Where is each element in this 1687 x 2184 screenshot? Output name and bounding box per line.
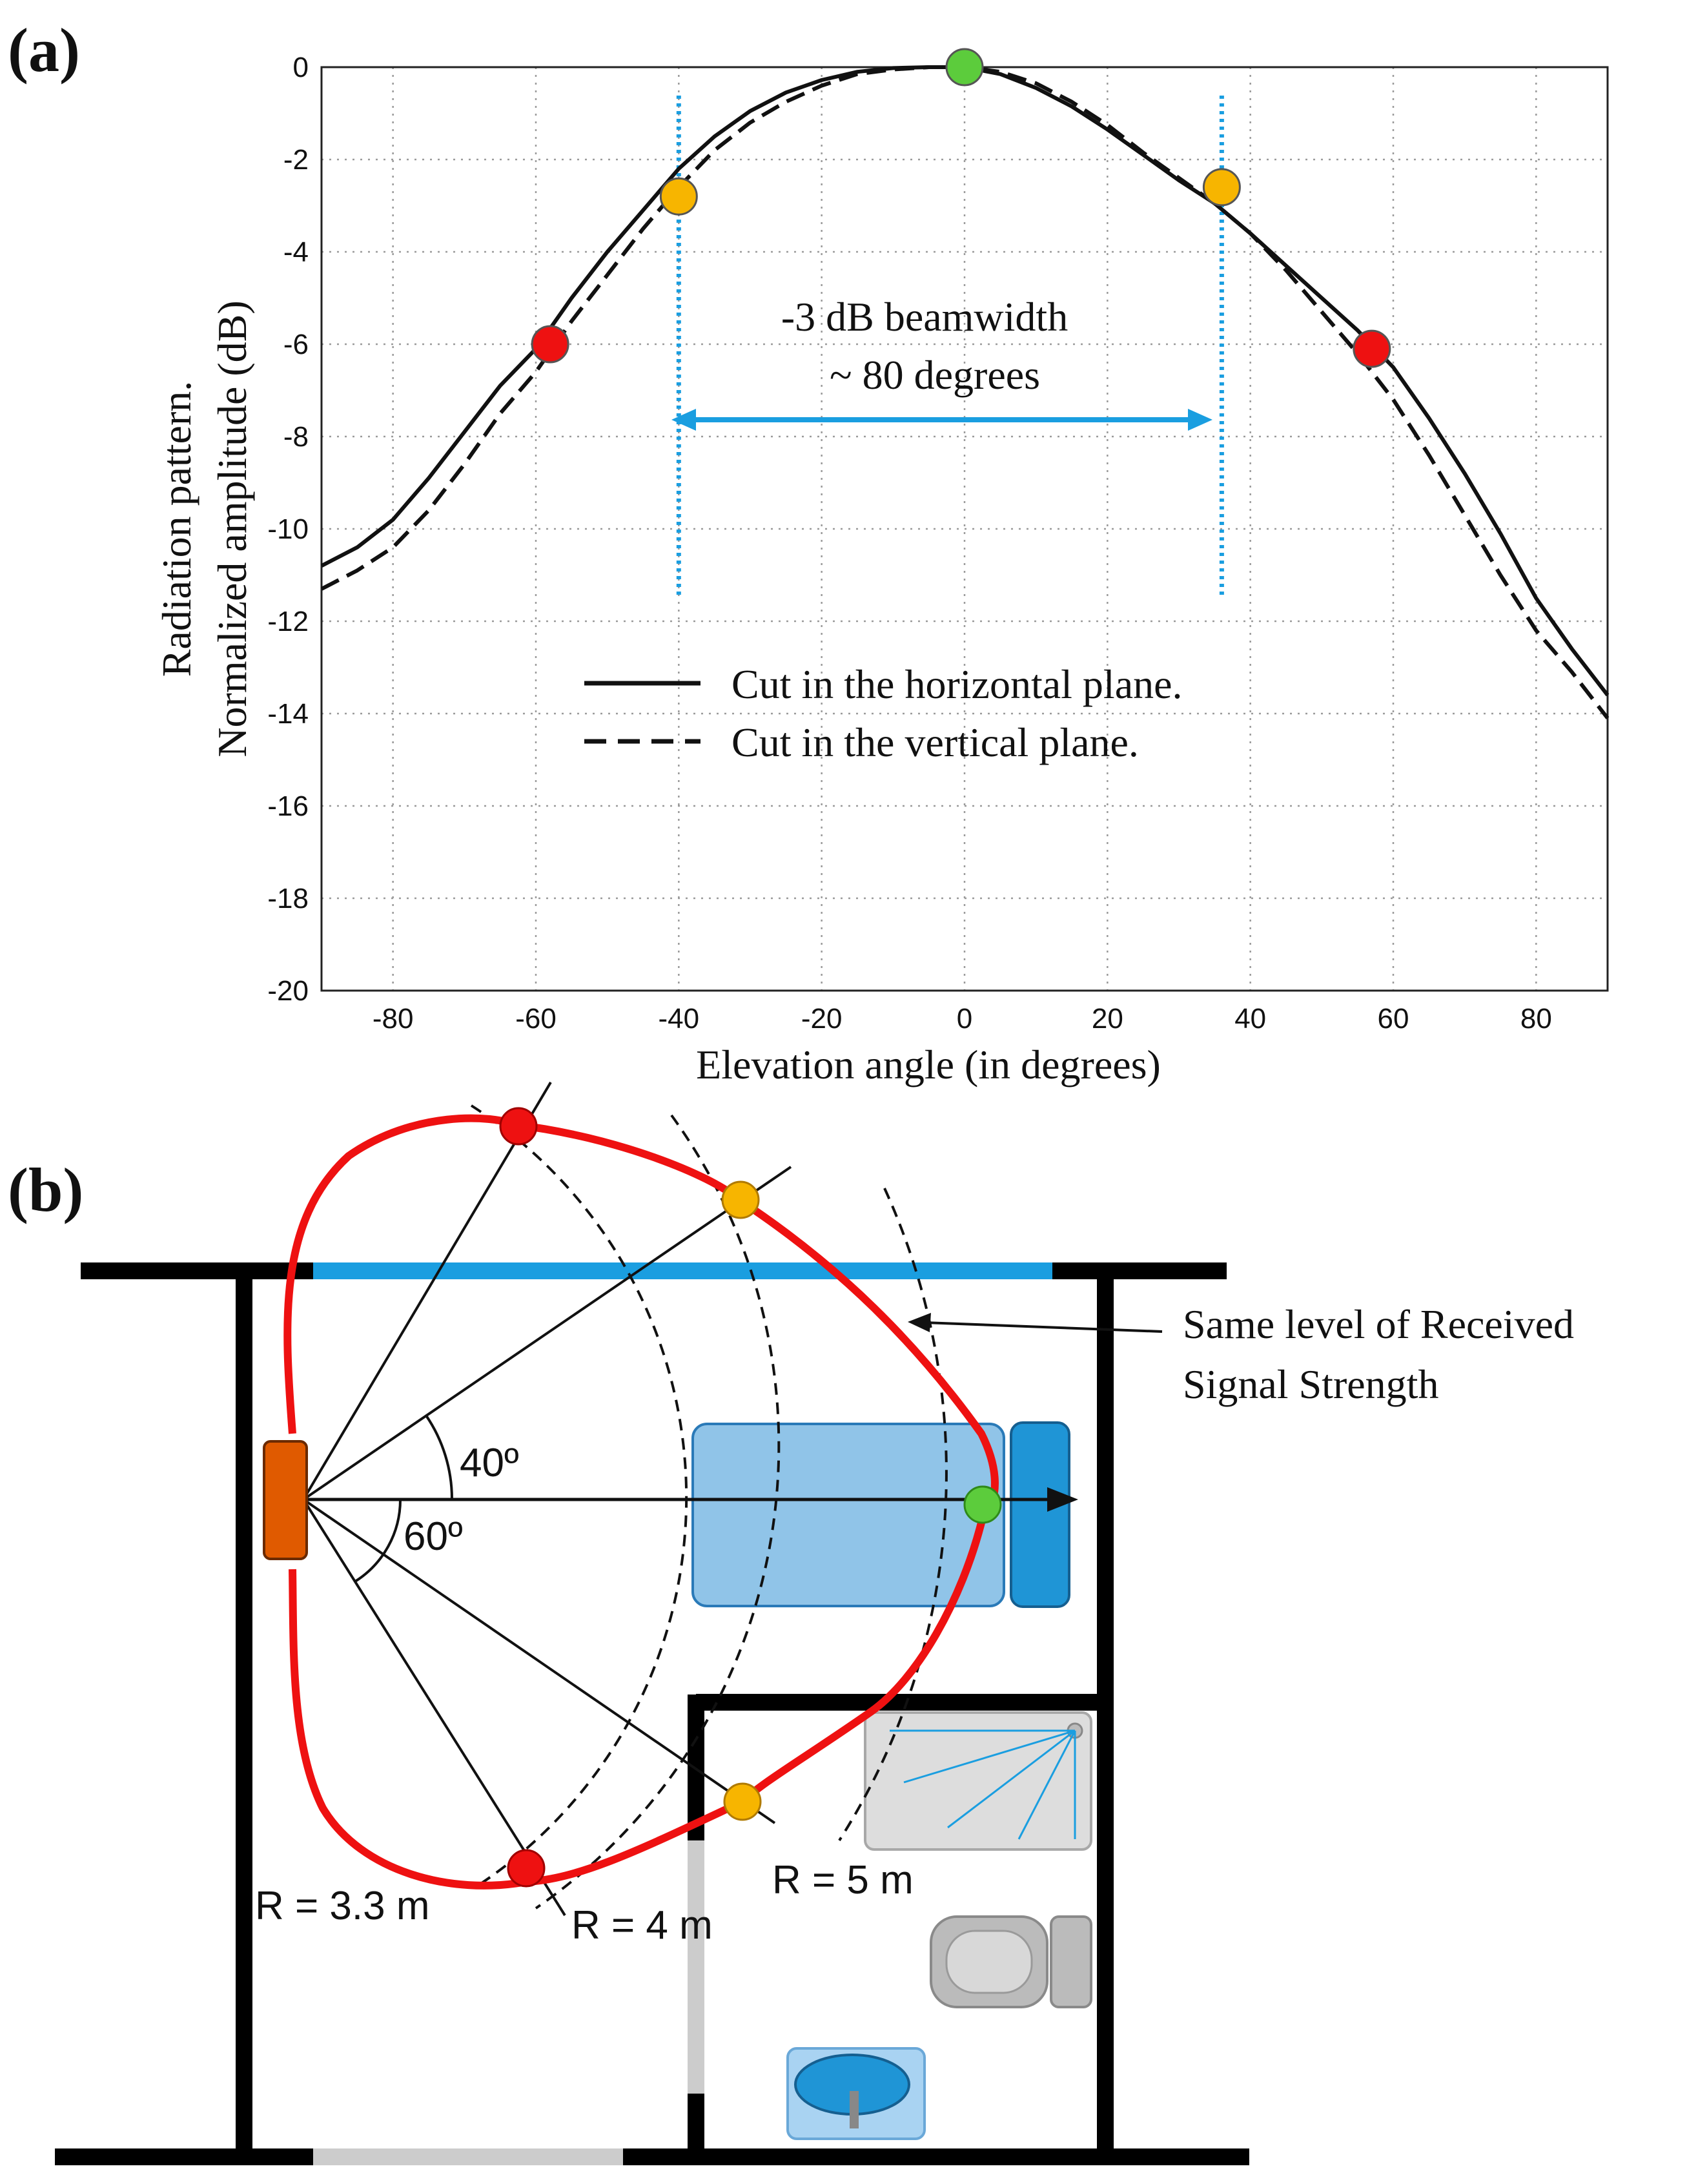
plan-marker-red-bottom (507, 1849, 546, 1888)
x-tick-label: -20 (801, 1003, 843, 1035)
legend: Cut in the horizontal plane. Cut in the … (584, 661, 1183, 765)
y-tick-label: -14 (267, 698, 309, 730)
sink (786, 2047, 926, 2140)
x-tick-label: 0 (957, 1003, 972, 1035)
x-tick-label: -80 (373, 1003, 414, 1035)
radiation-pattern-chart: -80 -60 -40 -20 0 20 40 60 80 0 -2 -4 -6 -8 -10 -12 -14… (154, 48, 1610, 1087)
angle-label-60: 60º (404, 1514, 463, 1559)
x-tick-labels: -80 -60 -40 -20 0 20 40 60 80 (373, 1003, 1552, 1035)
panel-label-b: (b) (8, 1155, 83, 1224)
panel-label-a: (a) (8, 15, 80, 85)
plan-marker-yellow-top (721, 1180, 760, 1219)
chart-marker (1353, 329, 1391, 368)
angle-arc-40 (425, 1414, 454, 1500)
y-tick-label: -18 (267, 883, 309, 914)
y-axis-label-line2: Normalized amplitude (dB) (209, 300, 255, 757)
chart-markers (531, 48, 1391, 368)
y-tick-label: -2 (283, 144, 309, 176)
y-tick-label: -20 (267, 975, 309, 1007)
plan-marker-red-top (499, 1107, 538, 1146)
y-tick-label: -16 (267, 790, 309, 822)
toilet (930, 1915, 1092, 2008)
walls (55, 1262, 1249, 2165)
radius-label-3-3: R = 3.3 m (255, 1884, 430, 1928)
y-tick-label: -10 (267, 513, 309, 545)
main-axis-arrow (303, 1487, 1078, 1512)
chart-marker (945, 48, 984, 87)
y-tick-label: -12 (267, 606, 309, 637)
beamwidth-annotation-line1: -3 dB beamwidth (781, 294, 1068, 340)
y-axis-label-line1: Radiation pattern. (154, 381, 199, 677)
x-tick-label: 80 (1520, 1003, 1552, 1035)
y-tick-label: 0 (293, 52, 309, 83)
legend-label-vertical: Cut in the vertical plane. (731, 719, 1139, 765)
chart-grid (322, 66, 1608, 992)
pillow (1010, 1421, 1070, 1608)
y-tick-label: -6 (283, 329, 309, 360)
radius-arcs (470, 1104, 948, 1910)
radius-label-5: R = 5 m (772, 1858, 914, 1902)
x-tick-label: 20 (1092, 1003, 1123, 1035)
y-tick-labels: 0 -2 -4 -6 -8 -10 -12 -14 -16 -18 -20 (267, 52, 309, 1007)
x-tick-label: 40 (1234, 1003, 1266, 1035)
angle-label-40: 40º (460, 1441, 519, 1485)
beamwidth-arrow (671, 409, 1212, 431)
x-tick-label: -40 (659, 1003, 700, 1035)
y-tick-label: -4 (283, 236, 309, 268)
legend-label-horizontal: Cut in the horizontal plane. (731, 661, 1183, 707)
chart-marker (659, 177, 698, 216)
bed (691, 1423, 1005, 1607)
plan-marker-green (963, 1485, 1002, 1524)
chart-marker (1202, 168, 1241, 207)
beamwidth-lines (676, 96, 1224, 598)
radius-label-4: R = 4 m (571, 1903, 713, 1948)
chart-marker (531, 325, 569, 364)
sensor (263, 1440, 308, 1560)
shower (864, 1711, 1092, 1851)
x-tick-label: 60 (1378, 1003, 1409, 1035)
x-tick-label: -60 (515, 1003, 557, 1035)
rays (302, 1081, 792, 1917)
callout-line2: Signal Strength (1183, 1361, 1438, 1407)
y-tick-label: -8 (283, 421, 309, 453)
floor-plan: Same level of Received Signal Strength 4… (55, 1081, 1574, 2165)
angle-arc-60 (354, 1499, 402, 1583)
callout-arrow (908, 1313, 1163, 1333)
x-axis-label: Elevation angle (in degrees) (696, 1042, 1161, 1087)
plan-marker-yellow-bottom (723, 1782, 762, 1821)
beamwidth-annotation-line2: ~ 80 degrees (830, 352, 1040, 398)
callout-line1: Same level of Received (1183, 1301, 1574, 1347)
